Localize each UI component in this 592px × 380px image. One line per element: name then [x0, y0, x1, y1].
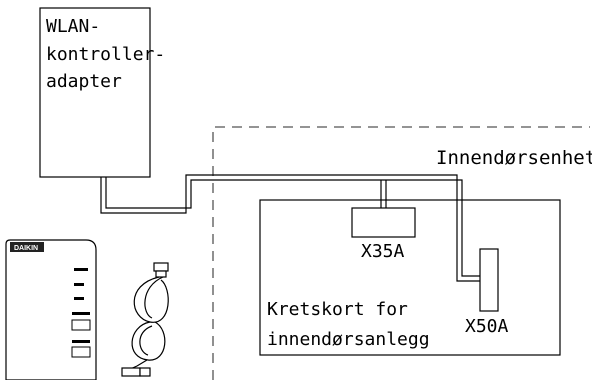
- wlan-adapter-label-line1: WLAN-: [46, 16, 100, 37]
- wlan-adapter-box: [39, 7, 151, 178]
- pcb-label-line2: innendørsanlegg: [267, 329, 430, 350]
- pcb-label-line1: Kretskort for: [267, 299, 408, 320]
- indoor-unit-label: Innendørsenhet: [436, 147, 592, 169]
- connector-x50a: [479, 248, 499, 312]
- connection-cable: [100, 174, 480, 282]
- device-brand-logo: DAIKIN: [14, 245, 38, 252]
- wlan-adapter-label-line2: kontroller-: [46, 44, 165, 65]
- connector-x35a-label: X35A: [361, 241, 405, 262]
- connector-x50a-label: X50A: [465, 316, 509, 337]
- coiled-cable-illustration: [121, 262, 169, 377]
- wlan-adapter-label-line3: adapter: [46, 71, 122, 92]
- connector-x35a: [351, 207, 416, 238]
- wlan-adapter-device-illustration: DAIKIN: [5, 239, 97, 380]
